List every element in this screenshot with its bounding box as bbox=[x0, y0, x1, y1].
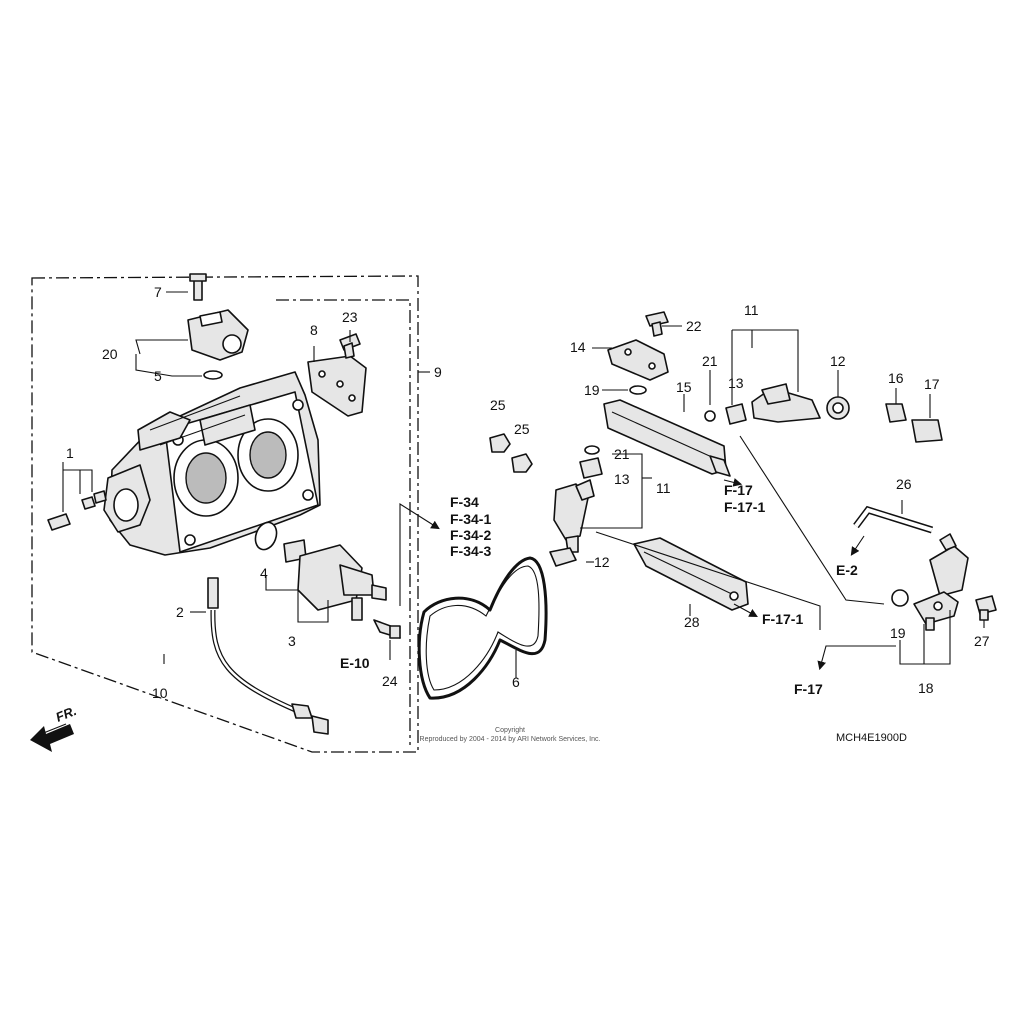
ref-f-17-1-top: F-17-1 bbox=[724, 499, 765, 515]
part-3-valve bbox=[283, 539, 387, 621]
part-12-seal-top bbox=[826, 396, 850, 420]
assembly-10-frame bbox=[31, 275, 419, 753]
label-part-26: 26 bbox=[896, 476, 912, 492]
label-part-16: 16 bbox=[888, 370, 904, 386]
label-part-17: 17 bbox=[924, 376, 940, 392]
part-10-cable bbox=[207, 577, 329, 735]
label-part-27: 27 bbox=[974, 633, 990, 649]
part-1-screws bbox=[47, 490, 107, 531]
part-15-fuel-rail bbox=[603, 399, 731, 477]
part-28-rail bbox=[633, 537, 749, 611]
part-12-seal-center bbox=[549, 547, 577, 567]
part-4-o-ring bbox=[254, 521, 278, 551]
drawing-code: MCH4E1900D bbox=[836, 732, 907, 744]
label-part-22: 22 bbox=[686, 318, 702, 334]
label-part-4: 4 bbox=[260, 565, 268, 581]
ref-f-17-bottom: F-17 bbox=[794, 681, 823, 697]
label-part-11a: 11 bbox=[744, 302, 759, 318]
label-part-1: 1 bbox=[66, 445, 74, 461]
ref-f-34-2: F-34-2 bbox=[450, 527, 491, 543]
label-part-18: 18 bbox=[918, 680, 934, 696]
part-20-sensor bbox=[187, 273, 249, 380]
label-part-14: 14 bbox=[570, 339, 586, 355]
ref-f-17-1-bottom: F-17-1 bbox=[762, 611, 803, 627]
ref-f-34: F-34 bbox=[450, 494, 479, 510]
label-part-24: 24 bbox=[382, 673, 398, 689]
ref-e-2: E-2 bbox=[836, 562, 858, 578]
part-22-bolt bbox=[645, 311, 669, 337]
part-6-gasket bbox=[417, 556, 548, 700]
part-11-injector-center bbox=[553, 479, 595, 553]
label-part-13a: 13 bbox=[728, 375, 744, 391]
label-part-12b: 12 bbox=[594, 554, 610, 570]
part-17-cap bbox=[911, 419, 943, 443]
part-18-regulator bbox=[913, 533, 969, 631]
copyright-line-1: Copyright bbox=[495, 727, 525, 734]
label-part-20: 20 bbox=[102, 346, 118, 362]
part-labels: 7 20 5 1 2 4 3 10 8 23 9 24 6 25 25 14 1… bbox=[66, 284, 990, 701]
part-19-ring bbox=[629, 385, 647, 395]
label-part-19a: 19 bbox=[584, 382, 600, 398]
part-21-ring-center bbox=[584, 445, 600, 455]
part-25-nuts bbox=[489, 433, 533, 473]
label-part-6: 6 bbox=[512, 674, 520, 690]
label-part-19b: 19 bbox=[890, 625, 906, 641]
label-part-25a: 25 bbox=[490, 397, 506, 413]
part-21-ring-top bbox=[704, 410, 716, 422]
ref-f-34-3: F-34-3 bbox=[450, 543, 491, 559]
label-part-5: 5 bbox=[154, 368, 162, 384]
label-part-13b: 13 bbox=[614, 471, 630, 487]
part-26-hose bbox=[853, 505, 934, 534]
label-part-12a: 12 bbox=[830, 353, 846, 369]
label-part-15: 15 bbox=[676, 379, 692, 395]
copyright-line-2: Reproduced by 2004 - 2014 by ARI Network… bbox=[420, 736, 601, 743]
label-part-7: 7 bbox=[154, 284, 162, 300]
throttle-body-drawing bbox=[103, 371, 321, 556]
label-part-11b: 11 bbox=[656, 480, 671, 496]
part-24-bolt bbox=[373, 619, 401, 639]
label-part-2: 2 bbox=[176, 604, 184, 620]
part-13-cushion-top bbox=[725, 403, 747, 425]
reference-labels: F-34 F-34-1 F-34-2 F-34-3 E-10 F-17 F-17… bbox=[340, 482, 858, 697]
label-part-28: 28 bbox=[684, 614, 700, 630]
label-part-9: 9 bbox=[434, 364, 442, 380]
part-19-ring-right bbox=[891, 589, 909, 607]
label-part-10: 10 bbox=[152, 685, 168, 701]
part-13-cushion-center bbox=[579, 457, 603, 479]
label-part-25b: 25 bbox=[514, 421, 530, 437]
label-part-8: 8 bbox=[310, 322, 318, 338]
ref-f-17-top: F-17 bbox=[724, 482, 753, 498]
label-part-21b: 21 bbox=[614, 446, 630, 462]
direction-arrow bbox=[30, 724, 74, 752]
part-14-bracket bbox=[607, 339, 669, 381]
ref-e-10: E-10 bbox=[340, 655, 370, 671]
part-8-plate bbox=[307, 355, 367, 417]
label-part-23: 23 bbox=[342, 309, 358, 325]
leader-lines bbox=[35, 291, 985, 737]
part-16-cap bbox=[885, 403, 907, 423]
part-27-bolt bbox=[975, 595, 997, 621]
front-direction-label: FR. bbox=[54, 703, 79, 725]
part-11-injector-top bbox=[751, 383, 821, 423]
ref-f-34-1: F-34-1 bbox=[450, 511, 491, 527]
label-part-3: 3 bbox=[288, 633, 296, 649]
label-part-21a: 21 bbox=[702, 353, 718, 369]
